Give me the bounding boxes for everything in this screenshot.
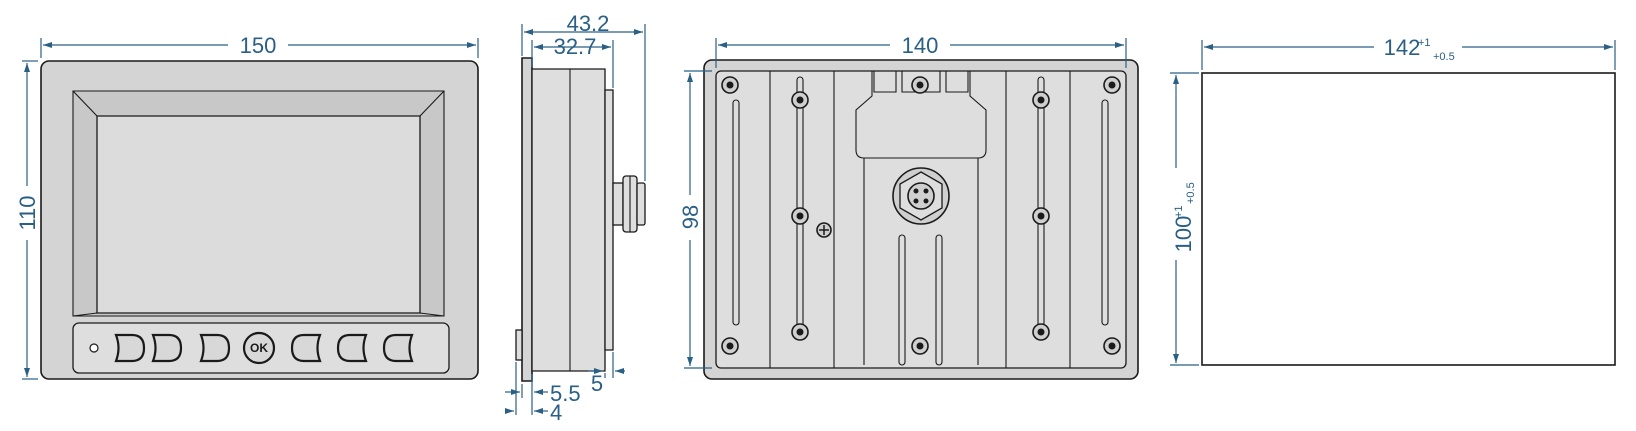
front-width-label: 150 <box>240 33 277 58</box>
display-screen <box>96 115 421 314</box>
side-front-bezel <box>521 57 533 382</box>
side-rear-step-label: 5 <box>591 371 603 396</box>
key-5[interactable] <box>336 333 368 363</box>
side-view <box>515 57 646 382</box>
rear-m12-connector <box>892 167 950 225</box>
status-led <box>89 343 99 353</box>
key-3[interactable] <box>199 333 231 363</box>
cutout-width-tol-lower: +0.5 <box>1433 51 1455 63</box>
rear-dimensions: 140 98 <box>678 33 1127 369</box>
rear-center-boss <box>855 71 987 159</box>
rear-width-label: 140 <box>902 33 939 58</box>
cutout-view <box>1201 72 1616 366</box>
side-body-depth-label: 32.7 <box>554 34 597 59</box>
cutout-width-tol-upper: +1 <box>1418 37 1431 49</box>
cutout-height-tol-lower: +0.5 <box>1185 182 1197 204</box>
side-bezel-label: 5.5 <box>550 381 581 406</box>
cutout-height-tol-upper: +1 <box>1173 205 1185 218</box>
panel-cutout <box>1201 72 1616 366</box>
side-clip <box>515 329 523 361</box>
key-4[interactable] <box>290 333 322 363</box>
ground-screw-icon <box>816 222 832 238</box>
cutout-height-label: 100 <box>1171 216 1196 253</box>
front-height-label: 110 <box>15 195 40 230</box>
cutout-width-label: 142 <box>1384 35 1421 60</box>
key-6[interactable] <box>382 333 414 363</box>
cutout-dimensions: 142 +1 +0.5 100 +1 +0.5 <box>1170 35 1616 366</box>
side-overall-depth-label: 43.2 <box>567 11 610 36</box>
side-connector <box>612 175 646 233</box>
side-flange-label: 4 <box>550 400 562 425</box>
key-2[interactable] <box>151 333 183 363</box>
side-dimensions: 43.2 32.7 5.5 4 5 <box>505 11 646 425</box>
rear-height-label: 98 <box>678 205 703 229</box>
side-body <box>531 68 606 372</box>
rear-view <box>703 59 1139 380</box>
ok-key-label: OK <box>250 341 268 355</box>
rear-screws <box>721 76 1121 355</box>
front-dimensions: 150 110 <box>15 33 479 380</box>
ok-key[interactable]: OK <box>242 331 276 365</box>
front-view: OK <box>40 60 479 380</box>
key-1[interactable] <box>114 333 146 363</box>
